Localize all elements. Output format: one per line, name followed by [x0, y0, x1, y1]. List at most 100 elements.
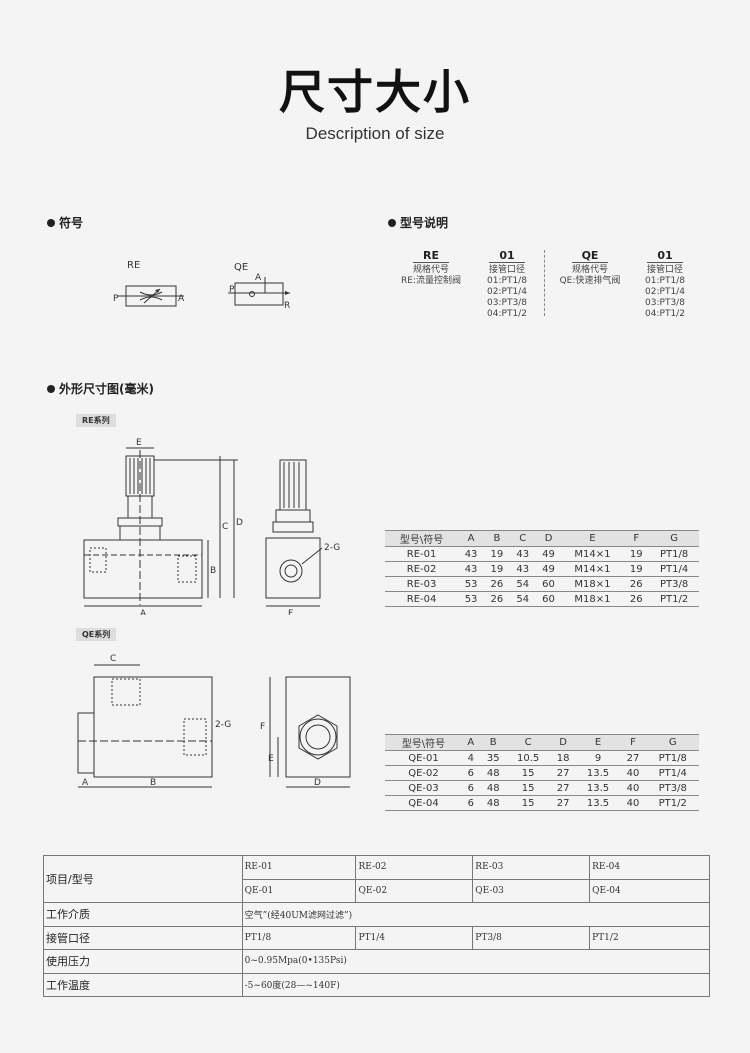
table-row: 项目/型号 RE-01 RE-02 RE-03 RE-04: [43, 855, 710, 903]
table-cell: 19: [483, 561, 510, 577]
spec-port-label: 接管口径: [43, 925, 243, 950]
spec-temp-label: 工作温度: [43, 972, 243, 997]
table-cell: 60: [535, 591, 562, 607]
svg-text:D: D: [236, 518, 243, 528]
table-header-cell: 型号\符号: [385, 734, 462, 751]
re-symbol-label: RE: [127, 260, 140, 271]
table-header-cell: F: [619, 734, 647, 751]
model-heading-text: 型号说明: [400, 216, 449, 230]
re-outline-drawing: E A B C D F 2-G: [83, 438, 340, 615]
re-side-knob: [279, 459, 307, 511]
svg-text:2-G: 2-G: [324, 543, 340, 553]
table-cell: 27: [549, 765, 577, 781]
table-cell: 6: [462, 765, 480, 781]
page-subtitle: Description of size: [305, 124, 445, 143]
table-header-cell: G: [649, 530, 699, 547]
svg-text:C: C: [110, 654, 116, 664]
table-cell: M18×1: [561, 576, 624, 592]
page-title: 尺寸大小: [279, 65, 471, 119]
model-group-re-port: 01 接管口径 01:PT1/8 02:PT1/4 03:PT3/8 04:PT…: [487, 249, 527, 319]
table-cell: PT3/8: [646, 780, 699, 796]
table-cell: 48: [479, 780, 507, 796]
re-port-p: P: [113, 294, 119, 304]
table-cell: 27: [549, 795, 577, 811]
table-cell: PT3/8: [649, 576, 699, 592]
table-cell: QE-03: [385, 780, 462, 796]
table-cell: 6: [462, 795, 480, 811]
table-cell: PT1/4: [649, 561, 699, 577]
symbol-diagram: RE P A QE A P R: [113, 260, 290, 311]
qe-port-p: P: [229, 285, 235, 295]
table-cell: PT1/4: [646, 765, 699, 781]
table-header-cell: C: [506, 734, 550, 751]
table-cell: 15: [506, 795, 550, 811]
table-cell: 15: [506, 765, 550, 781]
qe-front-cap: [77, 712, 95, 774]
table-cell: RE-03: [385, 576, 459, 592]
qe-side-body: [285, 676, 351, 778]
table-cell: 60: [535, 576, 562, 592]
spec-pressure-label: 使用压力: [43, 949, 243, 974]
table-cell: PT1/8: [649, 546, 699, 562]
table-header-cell: E: [561, 530, 624, 547]
table-cell: 26: [483, 576, 510, 592]
bullet-icon: [47, 384, 55, 393]
table-row: 工作介质 空气”(经40UM滤网过滤”): [43, 902, 711, 927]
table-cell: RE-01: [385, 546, 459, 562]
re-series-tag: RE系列: [76, 414, 116, 427]
table-cell: M18×1: [561, 591, 624, 607]
bullet-icon: [388, 218, 396, 227]
table-cell: QE-02: [385, 765, 462, 781]
svg-text:B: B: [210, 566, 216, 576]
table-cell: 15: [506, 780, 550, 796]
table-row: 接管口径 PT1/8 PT1/4 PT3/8 PT1/2: [43, 925, 710, 950]
model-group-qe: QE 规格代号 QE:快速排气阀: [559, 249, 621, 286]
table-cell: 43: [509, 546, 536, 562]
table-cell: 54: [509, 576, 536, 592]
table-cell: 35: [479, 750, 507, 766]
spec-medium-value: 空气”(经40UM滤网过滤”): [241, 902, 711, 927]
spec-table: 项目/型号 RE-01 RE-02 RE-03 RE-04 QE-01 QE-0…: [43, 855, 711, 997]
table-cell: 49: [535, 561, 562, 577]
table-cell: 54: [509, 591, 536, 607]
table-cell: 13.5: [576, 780, 620, 796]
table-cell: 6: [462, 780, 480, 796]
table-cell: 48: [479, 795, 507, 811]
spec-model-label: 项目/型号: [43, 855, 243, 903]
table-header-cell: F: [623, 530, 650, 547]
table-cell: 19: [623, 561, 650, 577]
table-cell: 27: [549, 780, 577, 796]
symbol-heading-text: 符号: [59, 216, 84, 230]
table-cell: 53: [458, 591, 484, 607]
re-port-a: A: [178, 294, 185, 304]
table-header-cell: A: [462, 734, 480, 751]
table-cell: QE-01: [385, 750, 462, 766]
table-cell: 19: [623, 546, 650, 562]
re-side-port: [279, 559, 303, 583]
table-cell: PT1/2: [649, 591, 699, 607]
table-cell: 49: [535, 546, 562, 562]
re-front-body: [83, 539, 203, 599]
svg-text:A: A: [82, 778, 89, 788]
qe-side-port: [299, 718, 337, 756]
bullet-icon: [47, 218, 55, 227]
svg-text:2-G: 2-G: [215, 720, 231, 730]
model-group-qe-port: 01 接管口径 01:PT1/8 02:PT1/4 03:PT3/8 04:PT…: [645, 249, 685, 319]
table-header-cell: 型号\符号: [385, 530, 459, 547]
table-cell: 13.5: [576, 795, 620, 811]
qe-port-r: R: [284, 301, 290, 311]
table-cell: 4: [462, 750, 480, 766]
table-cell: 26: [623, 591, 650, 607]
table-row: 工作温度 -5~60度(28—~140F): [43, 972, 711, 997]
svg-text:E: E: [268, 754, 274, 764]
table-cell: PT1/8: [646, 750, 699, 766]
qe-symbol-valve: [249, 291, 255, 297]
table-cell: PT1/2: [646, 795, 699, 811]
model-heading: 型号说明: [388, 214, 448, 231]
